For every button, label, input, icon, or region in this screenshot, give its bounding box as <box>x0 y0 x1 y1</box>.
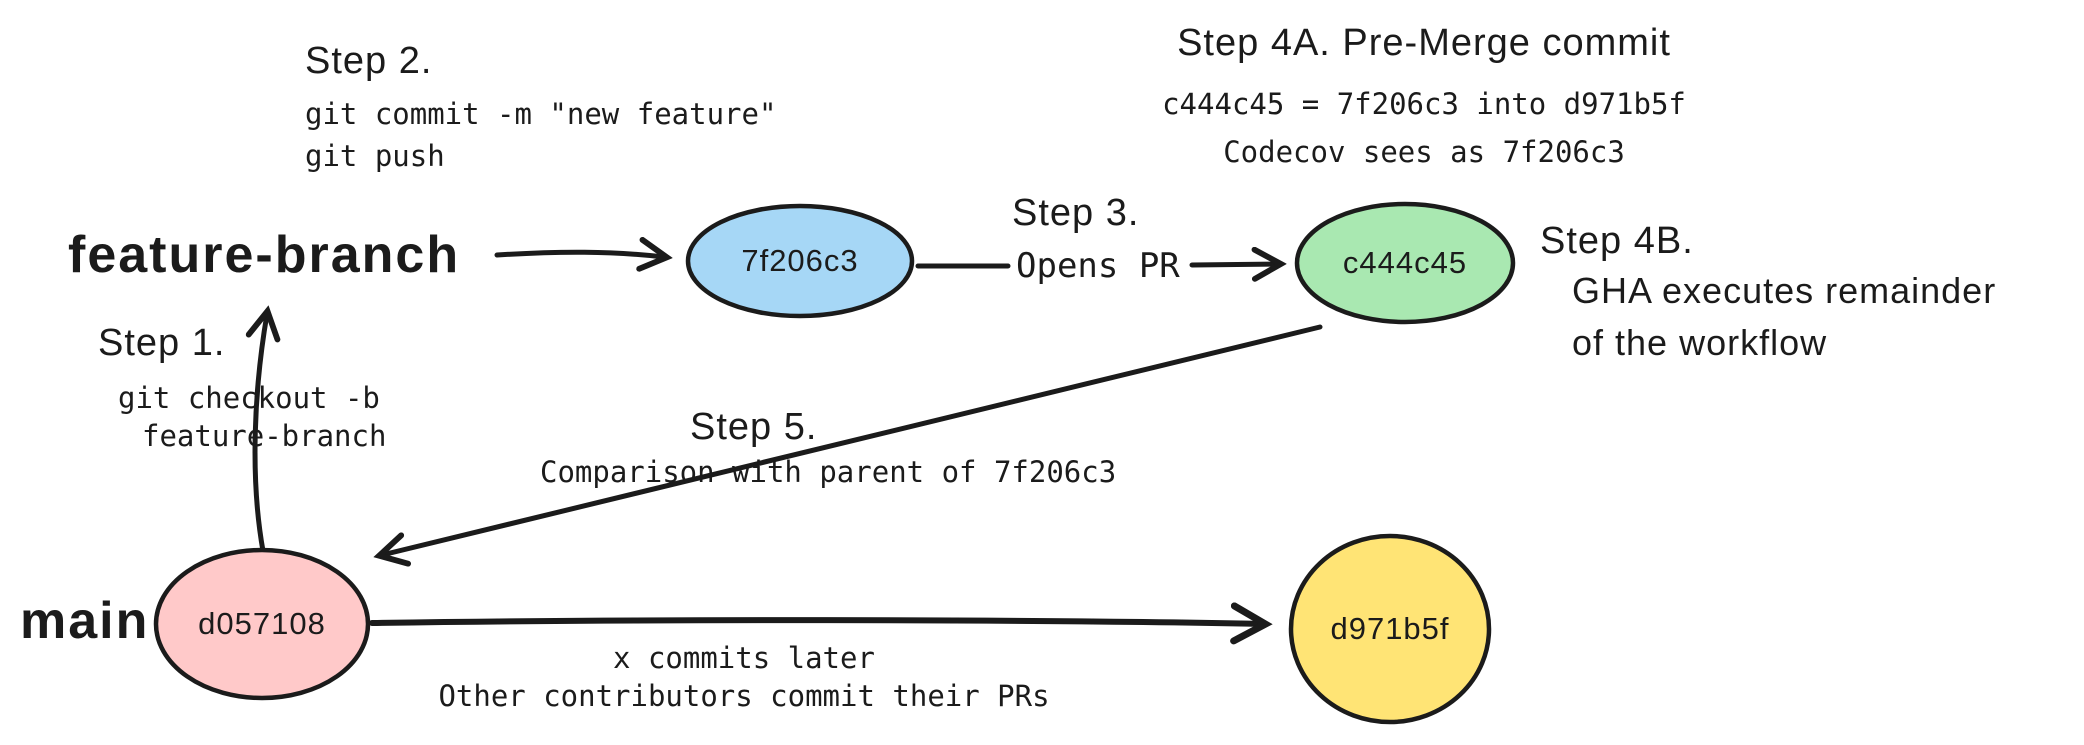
arrow-feature-branch-to-feature-commit <box>494 252 664 257</box>
main-arrow-caption-line2: Other contributors commit their PRs <box>438 679 1050 713</box>
step4a-title: Step 4A. Pre-Merge commit <box>1177 22 1671 64</box>
step4b-line2: of the workflow <box>1572 322 1828 363</box>
arrow-step1-checkout-up <box>255 314 267 554</box>
node-label-feature-commit: 7f206c3 <box>741 243 859 279</box>
step2-title: Step 2. <box>305 40 433 82</box>
node-feature-commit <box>685 203 915 319</box>
arrow-step5-comparison <box>382 324 1323 555</box>
step2-command-commit: git commit -m "new feature" <box>305 97 777 131</box>
step4b-line1: GHA executes remainder <box>1572 270 1997 311</box>
step4b-title: Step 4B. <box>1540 220 1694 262</box>
arrow-opens-pr-to-premerge-commit <box>1189 264 1278 265</box>
step4a-merge-detail: c444c45 = 7f206c3 into d971b5f <box>1162 87 1686 121</box>
node-main-commit <box>153 547 371 701</box>
step4a-codecov-note: Codecov sees as 7f206c3 <box>1223 135 1625 169</box>
step3-title: Step 3. <box>1012 192 1140 234</box>
step1-command-checkout: git checkout -b <box>118 381 380 415</box>
node-premerge-commit <box>1294 201 1516 325</box>
step5-title: Step 5. <box>690 406 818 448</box>
step1-title: Step 1. <box>98 322 226 364</box>
node-label-later-commit: d971b5f <box>1330 611 1450 647</box>
step2-command-push: git push <box>305 139 445 173</box>
main-arrow-caption-line1: x commits later <box>613 641 875 675</box>
step5-comparison-note: Comparison with parent of 7f206c3 <box>540 455 1117 489</box>
node-later-commit <box>1288 533 1492 725</box>
arrow-main-x-commits-later <box>369 620 1262 624</box>
feature-branch-label: feature-branch <box>68 226 461 284</box>
node-label-premerge-commit: c444c45 <box>1342 245 1468 281</box>
main-branch-label: main <box>20 592 150 650</box>
step3-opens-pr-label: Opens PR <box>1016 246 1180 286</box>
step1-command-branch: feature-branch <box>142 419 387 453</box>
node-label-main-commit: d057108 <box>198 606 326 642</box>
